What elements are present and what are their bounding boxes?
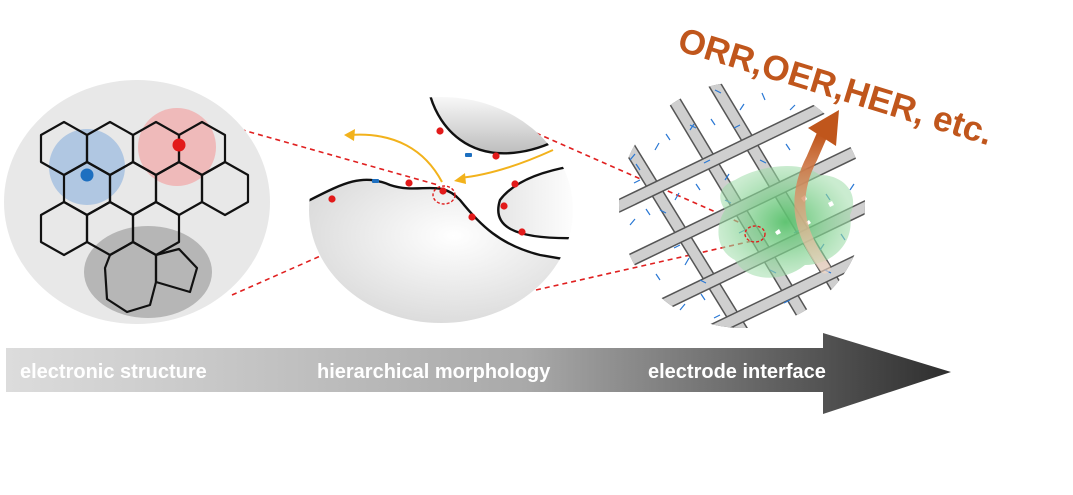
zoom-highlight-circle [432,185,456,205]
electronic-structure-panel [4,80,270,324]
blue-dopant-atom [80,168,94,182]
stage-label-electronic-structure: electronic structure [20,361,207,383]
defect-region [84,226,212,318]
reaction-arrow [794,129,831,274]
mass-transport-arrows [349,133,554,183]
progress-arrow [6,333,951,414]
active-sites [328,127,526,236]
hexagon-lattice [39,120,250,314]
stage-label-electrode-interface: electrode interface [648,361,826,383]
blue-dopant-halo [49,129,125,205]
zoom-highlight-circle [744,225,766,243]
stage-label-hierarchical-morphology: hierarchical morphology [317,361,551,383]
red-dopant-atom [172,138,186,152]
hierarchical-morphology-panel [309,97,573,323]
catalyst-cloud [718,165,854,278]
blue-sites [372,153,472,183]
